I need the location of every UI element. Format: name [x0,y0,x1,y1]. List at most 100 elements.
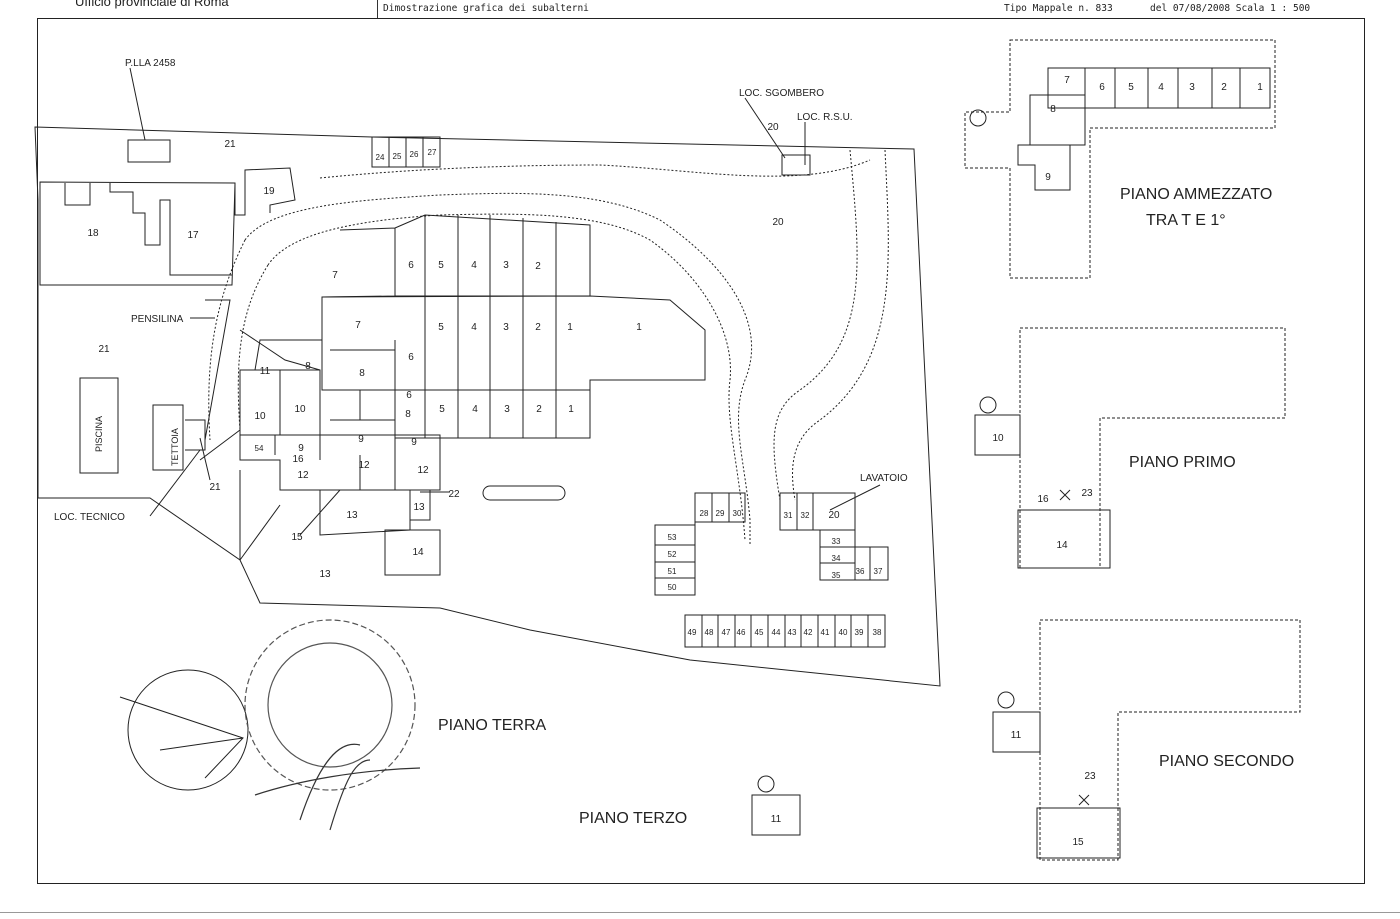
tettoia [152,404,184,471]
unit-label: 9 [298,443,304,454]
unit-label: 47 [722,628,731,637]
callout-lavatoio: LAVATOIO [860,473,908,484]
unit-label: 9 [358,434,364,445]
unit-label: 29 [716,509,725,518]
unit-label: 22 [448,489,460,500]
label-piano-primo: PIANO PRIMO [1129,454,1236,471]
unit-label: 39 [855,628,864,637]
box-50-53 [654,522,696,596]
callout-rsu: LOC. R.S.U. [797,112,853,123]
unit-label: 51 [668,567,677,576]
unit-label: 2 [535,261,541,272]
internal-road [244,192,753,545]
label-piano-ammezzato: PIANO AMMEZZATO [1120,186,1272,203]
unit-label: 2 [535,322,541,333]
unit-label: 5 [438,322,444,333]
unit-label: 3 [503,322,509,333]
unit-label: 46 [737,628,746,637]
label-tra-t-e-1: TRA T E 1° [1146,212,1226,229]
unit-label: 23 [1084,771,1096,782]
unit-label: 8 [305,361,311,372]
unit-label: 16 [1037,494,1049,505]
unit-label: 3 [504,404,510,415]
unit-label: 16 [292,454,304,465]
site-boundary [34,126,941,687]
unit-label: 18 [87,228,99,239]
unit-label: 7 [355,320,361,331]
label-piano-secondo: PIANO SECONDO [1159,753,1294,770]
unit-label: 17 [187,230,199,241]
unit-label: 23 [1081,488,1093,499]
unit-label: 24 [376,153,385,162]
unit-label: 20 [767,122,779,133]
unit-label: 11 [260,366,271,377]
bottom-rule [0,912,1400,913]
unit-label: 7 [332,270,338,281]
unit-label: 5 [439,404,445,415]
unit-label: 9 [411,437,417,448]
row-38-49 [684,614,886,648]
garage-block-mid [321,295,706,439]
unit-label: 12 [358,460,370,471]
unit-label: 9 [1045,172,1051,183]
unit-label: 14 [412,547,424,558]
unit-label: 20 [828,510,840,521]
unit-label: 41 [821,628,830,637]
unit-label: 10 [992,433,1004,444]
primo-outline [1019,327,1286,569]
unit-label: 20 [772,217,784,228]
unit-label: 12 [297,470,309,481]
callout-piscina: PISCINA [94,416,104,452]
unit-label: 38 [873,628,882,637]
unit-label: 26 [410,150,419,159]
unit-label: 8 [1050,104,1056,115]
header-date-scale: del 07/08/2008 Scala 1 : 500 [1150,3,1311,14]
unit-label: 34 [832,554,841,563]
unit-label: 19 [263,186,275,197]
unit-label: 10 [294,404,306,415]
unit-label: 8 [405,409,411,420]
unit-label: 2 [536,404,542,415]
unit-label: 50 [668,583,677,592]
building-18-17 [39,181,236,286]
unit-label: 3 [503,260,509,271]
box-28-30 [694,492,746,523]
unit-label: 30 [733,509,742,518]
unit-label: 12 [417,465,429,476]
unit-label: 6 [406,390,412,401]
header-divider [377,0,378,18]
piscina [79,377,119,474]
label-piano-terzo: PIANO TERZO [579,810,687,827]
unit-label: 6 [408,260,414,271]
unit-label: 28 [700,509,709,518]
primo-unit-labels: 10 16 23 14 [992,433,1093,551]
unit-label: 14 [1056,540,1068,551]
ammezzato-outline [964,39,1276,279]
unit-label: 13 [413,502,425,513]
unit-label: 21 [209,482,221,493]
callout-pensilina: PENSILINA [131,314,184,325]
callout-plla: P.LLA 2458 [125,58,176,69]
unit-label: 35 [832,571,841,580]
unit-label: 4 [471,322,477,333]
unit-label: 5 [438,260,444,271]
unit-label: 4 [1158,82,1164,93]
garage-block-top [254,214,591,371]
unit-label: 33 [832,537,841,546]
unit-label: 15 [291,532,303,543]
unit-label: 15 [1072,837,1084,848]
unit-label: 6 [1099,82,1105,93]
unit-label: 53 [668,533,677,542]
ammezzato-units [1047,67,1271,109]
unit-label: 8 [359,368,365,379]
unit-label: 37 [874,567,883,576]
unit-label: 13 [346,510,358,521]
unit-label: 3 [1189,82,1195,93]
unit-label: 2 [1221,82,1227,93]
office-name: Ufficio provinciale di Roma [75,0,229,9]
unit-label: 7 [1064,75,1070,86]
unit-label: 31 [784,511,793,520]
unit-label: 13 [319,569,331,580]
